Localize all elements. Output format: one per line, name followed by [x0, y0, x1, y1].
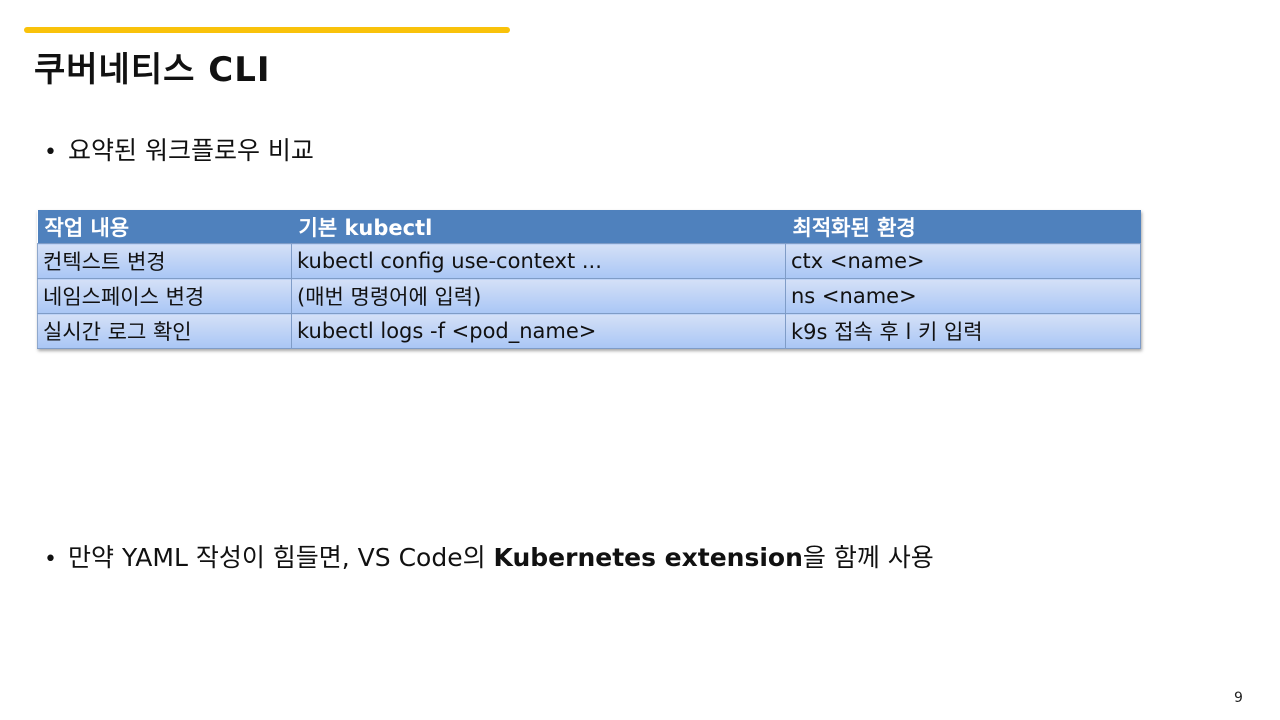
bullet-text-suffix: 을 함께 사용	[802, 543, 934, 572]
bullet-vscode-extension: • 만약 YAML 작성이 힘들면, VS Code의 Kubernetes ex…	[44, 538, 934, 574]
cell-basic: (매번 명령어에 입력)	[291, 278, 786, 314]
slide-title: 쿠버네티스 CLI	[34, 50, 271, 90]
cell-task: 실시간 로그 확인	[37, 313, 292, 349]
cell-optimized: ns <name>	[785, 278, 1141, 314]
title-accent-bar	[24, 27, 510, 33]
bullet-dot-icon: •	[44, 547, 57, 572]
table-row: 컨텍스트 변경 kubectl config use-context ... c…	[37, 243, 1141, 279]
bullet-text-prefix: 만약 YAML 작성이 힘들면, VS Code의	[68, 543, 494, 572]
bullet-text-bold: Kubernetes extension	[493, 543, 803, 572]
cell-task: 컨텍스트 변경	[37, 243, 292, 279]
table-header-row: 작업 내용 기본 kubectl 최적화된 환경	[37, 210, 1141, 244]
page-number: 9	[1234, 690, 1243, 706]
table-row: 네임스페이스 변경 (매번 명령어에 입력) ns <name>	[37, 278, 1141, 314]
cell-basic: kubectl logs -f <pod_name>	[291, 313, 786, 349]
workflow-comparison-table: 작업 내용 기본 kubectl 최적화된 환경 컨텍스트 변경 kubectl…	[37, 210, 1141, 349]
header-task: 작업 내용	[37, 210, 292, 244]
header-optimized-env: 최적화된 환경	[785, 210, 1141, 244]
cell-optimized: ctx <name>	[785, 243, 1141, 279]
cell-optimized: k9s 접속 후 l 키 입력	[785, 313, 1141, 349]
bullet-text: 요약된 워크플로우 비교	[68, 136, 314, 165]
cell-task: 네임스페이스 변경	[37, 278, 292, 314]
bullet-workflow-comparison: • 요약된 워크플로우 비교	[44, 131, 314, 167]
table-row: 실시간 로그 확인 kubectl logs -f <pod_name> k9s…	[37, 313, 1141, 349]
header-basic-kubectl: 기본 kubectl	[291, 210, 786, 244]
cell-basic: kubectl config use-context ...	[291, 243, 786, 279]
bullet-dot-icon: •	[44, 140, 57, 165]
